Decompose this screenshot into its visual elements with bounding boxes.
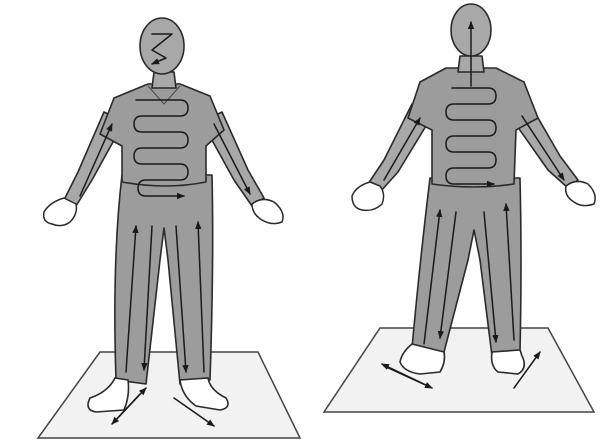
front-right-hand (252, 199, 283, 223)
floor-mat-front (38, 352, 300, 438)
front-head (140, 18, 184, 74)
front-left-hand (44, 198, 77, 226)
back-right-hand (566, 181, 595, 205)
back-torso (408, 68, 538, 187)
front-figure (38, 18, 300, 438)
floor-mat-back (324, 328, 594, 412)
back-figure (324, 4, 595, 412)
back-right-foot (492, 350, 525, 374)
back-left-hand (352, 182, 384, 210)
